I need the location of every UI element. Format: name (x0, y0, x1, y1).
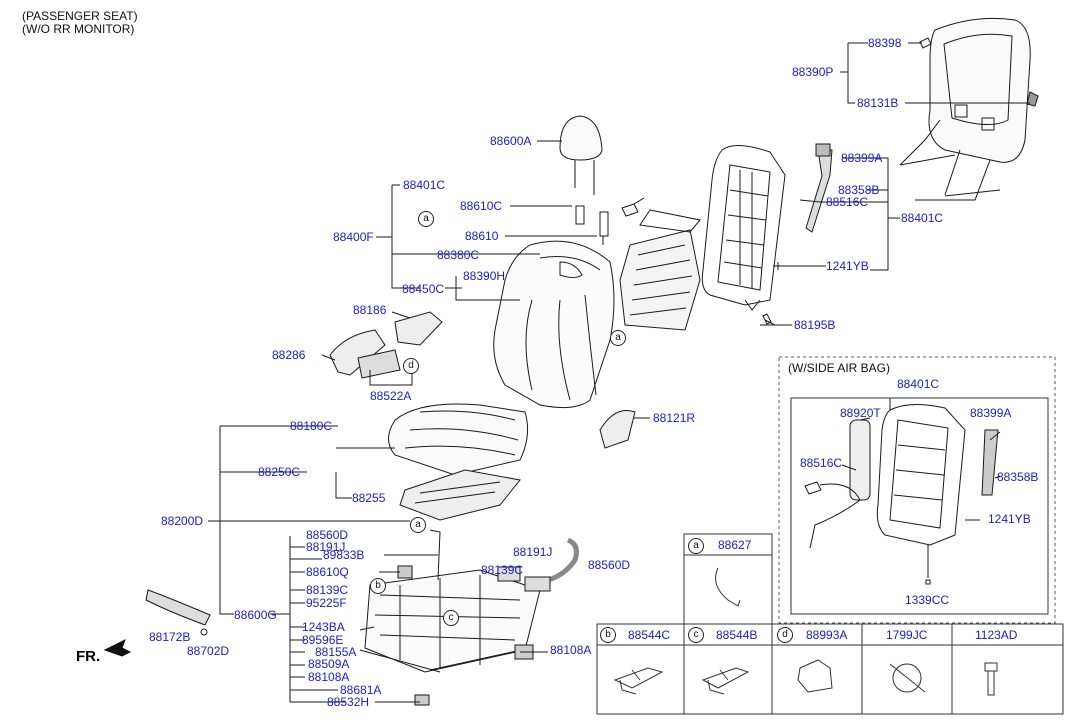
callout-88702D[interactable]: 88702D (187, 644, 230, 658)
airbag-frame-drawing (804, 398, 1001, 585)
table-part-88544C[interactable]: 88544C (628, 628, 671, 642)
callout-88522A[interactable]: 88522A (370, 389, 412, 403)
callout-airbag-88399A[interactable]: 88399A (970, 406, 1012, 420)
callout-88600A[interactable]: 88600A (490, 134, 532, 148)
callout-88390H[interactable]: 88390H (463, 269, 506, 283)
table-part-88627[interactable]: 88627 (718, 538, 752, 552)
callout-88180C[interactable]: 88180C (290, 419, 333, 433)
callout-88186[interactable]: 88186 (353, 303, 387, 317)
callout-88600G[interactable]: 88600G (234, 608, 277, 622)
callout-89596E[interactable]: 89596E (302, 633, 344, 647)
callout-88560D-left[interactable]: 88560D (306, 528, 349, 542)
ref-circle-a: a (410, 517, 426, 533)
callout-88108A-left[interactable]: 88108A (308, 670, 350, 684)
side-strip-drawing (145, 589, 211, 636)
table-key-d: d (777, 627, 793, 643)
seat-back-frame-drawing (619, 143, 833, 331)
callout-88358B[interactable]: 88358B (838, 183, 880, 197)
table-part-88993A[interactable]: 88993A (806, 628, 848, 642)
diagram-title: (PASSENGER SEAT) (W/O RR MONITOR) (22, 10, 138, 36)
side-cover-drawing (329, 311, 443, 379)
seat-cushion-drawing (388, 403, 636, 521)
callout-88131B[interactable]: 88131B (857, 96, 899, 110)
callout-88155A[interactable]: 88155A (315, 645, 357, 659)
ref-circle-a: a (418, 211, 434, 227)
ref-circle-c: c (443, 610, 459, 626)
callout-airbag-1241YB[interactable]: 1241YB (988, 512, 1031, 526)
airbag-box-title: (W/SIDE AIR BAG) (788, 361, 891, 375)
table-part-88544B[interactable]: 88544B (716, 628, 758, 642)
callout-88139C-right[interactable]: 88139C (481, 563, 524, 577)
callout-1241YB[interactable]: 1241YB (826, 259, 869, 273)
callout-airbag-88516C[interactable]: 88516C (800, 456, 843, 470)
callout-88108A-right[interactable]: 88108A (550, 643, 592, 657)
callout-88200D[interactable]: 88200D (161, 514, 204, 528)
callout-95225F[interactable]: 95225F (306, 596, 347, 610)
callout-88195B[interactable]: 88195B (794, 318, 836, 332)
callout-88399A[interactable]: 88399A (841, 151, 883, 165)
callout-airbag-88358B[interactable]: 88358B (997, 470, 1039, 484)
callout-88532H[interactable]: 88532H (327, 695, 370, 709)
callout-88516C[interactable]: 88516C (826, 195, 869, 209)
ref-circle-d: d (403, 358, 419, 374)
parts-table-grid (596, 533, 1064, 715)
callout-1243BA[interactable]: 1243BA (302, 620, 345, 634)
seat-back-trim-drawing (493, 240, 615, 409)
callout-88191J-left[interactable]: 88191J (306, 540, 346, 554)
callout-88191J-right[interactable]: 88191J (513, 545, 553, 559)
callout-88398[interactable]: 88398 (868, 36, 902, 50)
callout-airbag-1339CC[interactable]: 1339CC (905, 593, 950, 607)
ref-circle-b: b (370, 578, 386, 594)
callout-airbag-88401C[interactable]: 88401C (897, 377, 940, 391)
title-line-1: (PASSENGER SEAT) (22, 9, 138, 23)
callout-88255[interactable]: 88255 (352, 491, 386, 505)
table-part-1799JC[interactable]: 1799JC (886, 628, 928, 642)
callout-88681A[interactable]: 88681A (340, 683, 382, 697)
callout-88172B[interactable]: 88172B (149, 630, 191, 644)
callout-88380C[interactable]: 88380C (437, 248, 480, 262)
table-part-1123AD[interactable]: 1123AD (975, 628, 1018, 642)
table-key-a: a (688, 538, 704, 554)
callout-88401C-right[interactable]: 88401C (901, 211, 944, 225)
callout-89833B[interactable]: 89833B (323, 548, 365, 562)
front-direction-marker: FR. (76, 648, 101, 665)
callout-88250C[interactable]: 88250C (258, 465, 301, 479)
callout-88509A[interactable]: 88509A (308, 657, 350, 671)
table-key-c: c (688, 627, 704, 643)
callout-88450C[interactable]: 88450C (402, 282, 445, 296)
callout-88286[interactable]: 88286 (272, 348, 306, 362)
callout-88400F[interactable]: 88400F (333, 230, 374, 244)
headrest-drawing (559, 115, 609, 245)
callout-88610[interactable]: 88610 (465, 229, 499, 243)
ref-circle-a: a (610, 330, 626, 346)
callout-88610Q[interactable]: 88610Q (306, 565, 349, 579)
callout-88390P[interactable]: 88390P (792, 65, 834, 79)
seat-back-cover-drawing (899, 17, 1039, 201)
callout-88401C-left[interactable]: 88401C (403, 178, 446, 192)
callout-88121R[interactable]: 88121R (653, 411, 696, 425)
callout-88610C[interactable]: 88610C (460, 199, 503, 213)
callout-airbag-88920T[interactable]: 88920T (840, 406, 881, 420)
callout-88139C-left[interactable]: 88139C (306, 583, 349, 597)
callout-88560D-right[interactable]: 88560D (588, 558, 631, 572)
title-line-2: (W/O RR MONITOR) (22, 22, 135, 36)
table-key-b: b (600, 627, 616, 643)
